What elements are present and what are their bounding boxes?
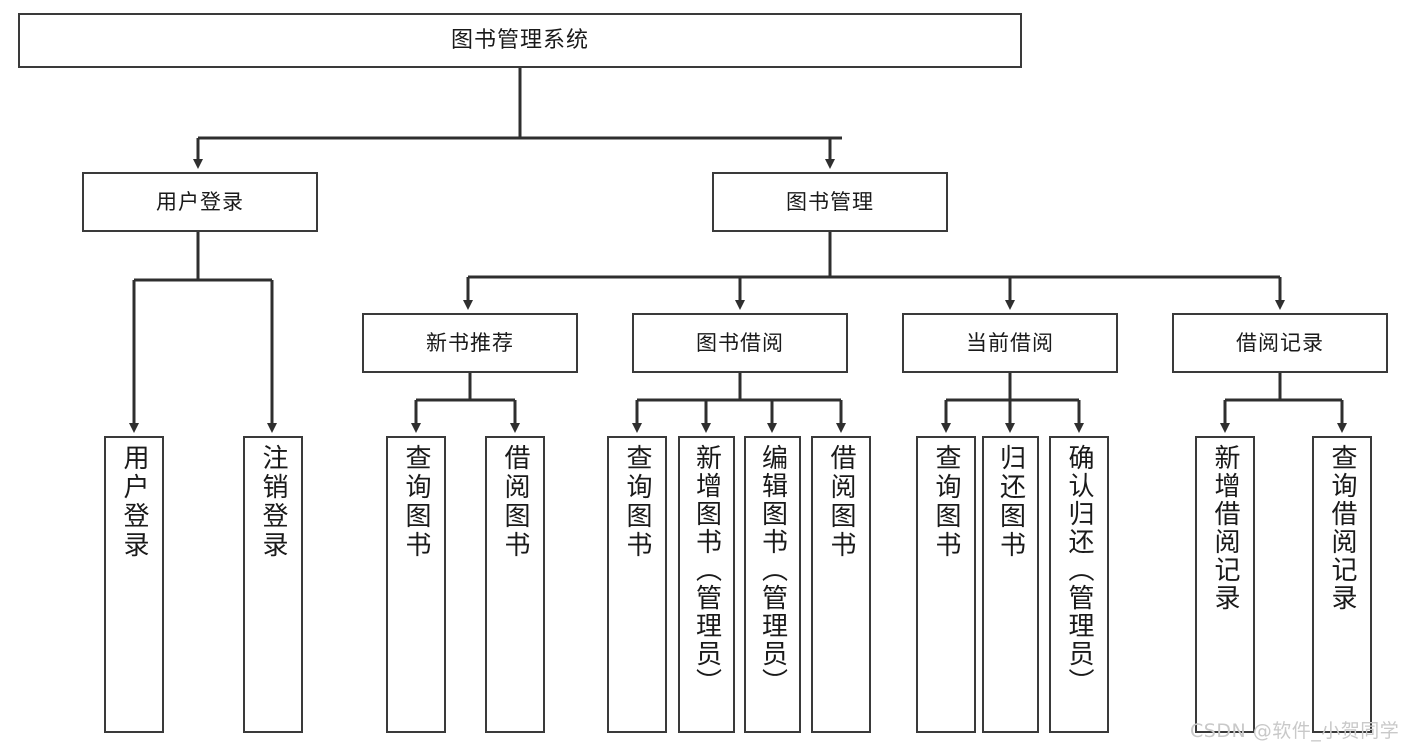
- node-label: 查询借阅记录: [1327, 444, 1357, 612]
- node-leaf-logout[interactable]: 注销登录: [243, 436, 303, 733]
- node-borrow-record[interactable]: 借阅记录: [1172, 313, 1388, 373]
- node-label: 用户登录: [119, 444, 149, 560]
- node-label: 注销登录: [258, 444, 288, 560]
- node-new-book-recommend[interactable]: 新书推荐: [362, 313, 578, 373]
- node-book-management[interactable]: 图书管理: [712, 172, 948, 232]
- node-leaf-newbook-borrow[interactable]: 借阅图书: [485, 436, 545, 733]
- node-label: 查询图书: [931, 444, 961, 560]
- csdn-watermark: CSDN @软件_小贺同学: [1190, 720, 1400, 742]
- node-label: 查询图书: [401, 444, 431, 560]
- node-label: 图书管理: [786, 189, 874, 214]
- node-label: 新书推荐: [426, 330, 514, 355]
- node-leaf-borrow-edit-book[interactable]: 编辑图书（管理员）: [744, 436, 801, 733]
- node-label: 用户登录: [156, 189, 244, 214]
- node-label: 确认归还（管理员）: [1064, 444, 1094, 696]
- node-label: 借阅记录: [1236, 330, 1324, 355]
- node-leaf-newbook-query[interactable]: 查询图书: [386, 436, 446, 733]
- node-label: 图书管理系统: [450, 27, 589, 53]
- node-label: 新增借阅记录: [1210, 444, 1240, 612]
- node-label: 借阅图书: [500, 444, 530, 560]
- node-label: 归还图书: [995, 444, 1026, 560]
- node-label: 借阅图书: [826, 444, 856, 560]
- node-leaf-current-return[interactable]: 归还图书: [982, 436, 1039, 733]
- node-leaf-current-confirm-return[interactable]: 确认归还（管理员）: [1049, 436, 1109, 733]
- node-root-system[interactable]: 图书管理系统: [18, 13, 1022, 68]
- node-leaf-user-login[interactable]: 用户登录: [104, 436, 164, 733]
- node-label: 图书借阅: [696, 330, 784, 355]
- node-current-borrow[interactable]: 当前借阅: [902, 313, 1118, 373]
- node-book-borrow[interactable]: 图书借阅: [632, 313, 848, 373]
- node-label: 当前借阅: [966, 330, 1054, 355]
- node-leaf-borrow-add-book[interactable]: 新增图书（管理员）: [678, 436, 735, 733]
- node-leaf-borrow-query[interactable]: 查询图书: [607, 436, 667, 733]
- node-leaf-current-query[interactable]: 查询图书: [916, 436, 976, 733]
- node-label: 新增图书（管理员）: [691, 444, 722, 696]
- node-leaf-record-query[interactable]: 查询借阅记录: [1312, 436, 1372, 733]
- node-label: 查询图书: [622, 444, 652, 560]
- node-leaf-record-add[interactable]: 新增借阅记录: [1195, 436, 1255, 733]
- node-label: 编辑图书（管理员）: [757, 444, 788, 696]
- node-leaf-borrow-borrow-book[interactable]: 借阅图书: [811, 436, 871, 733]
- node-user-login[interactable]: 用户登录: [82, 172, 318, 232]
